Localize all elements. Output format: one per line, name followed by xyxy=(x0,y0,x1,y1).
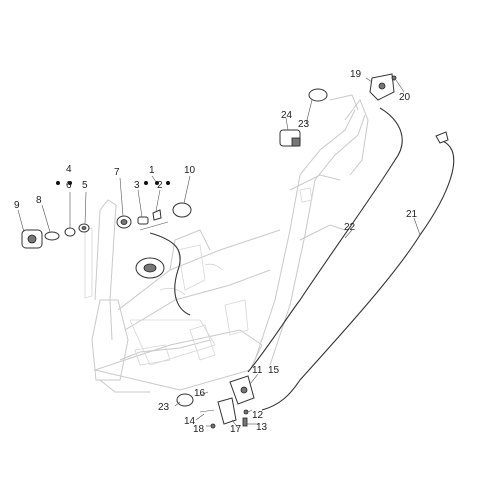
callout-12: 12 xyxy=(252,410,264,421)
ref-dot-4 xyxy=(56,181,60,185)
callout-labels: 4 6 5 9 8 7 1 3 2 10 19 20 24 23 21 22 1… xyxy=(14,69,418,435)
cable-end-part xyxy=(435,131,449,144)
callout-17: 17 xyxy=(230,424,242,435)
callout-22: 22 xyxy=(344,222,356,233)
ring-part xyxy=(64,227,76,237)
callout-21: 21 xyxy=(406,209,418,220)
lock-cylinder-part xyxy=(116,215,132,229)
callout-2: 2 xyxy=(157,180,163,191)
clip-part xyxy=(243,409,249,415)
callout-7: 7 xyxy=(114,167,120,178)
callout-20: 20 xyxy=(399,92,411,103)
callout-11: 11 xyxy=(252,365,263,376)
screw-part xyxy=(391,75,397,81)
actuator-part xyxy=(229,375,255,405)
callout-6: 6 xyxy=(66,180,72,191)
callout-23-upper: 23 xyxy=(298,119,310,130)
ref-dot-1 xyxy=(166,181,170,185)
upper-ring-part xyxy=(308,88,328,102)
leader-lines xyxy=(17,77,421,429)
callout-1: 1 xyxy=(149,165,155,176)
lock-body-part xyxy=(21,229,43,249)
callout-14: 14 xyxy=(184,416,196,427)
cable-21 xyxy=(261,139,455,411)
bracket-part xyxy=(217,397,237,425)
spacer-part xyxy=(242,417,248,427)
fuel-cap-part xyxy=(135,257,165,279)
callout-3: 3 xyxy=(134,180,140,191)
callout-13: 13 xyxy=(256,422,268,433)
callout-5: 5 xyxy=(82,180,88,191)
ref-dot-6 xyxy=(68,181,72,185)
callout-24: 24 xyxy=(281,110,293,121)
callout-8: 8 xyxy=(36,195,42,206)
callout-19: 19 xyxy=(350,69,362,80)
scooter-frame xyxy=(84,94,369,393)
callout-4: 4 xyxy=(66,164,72,175)
nut-part xyxy=(210,423,216,429)
callout-15: 15 xyxy=(268,365,280,376)
rod-part xyxy=(139,221,169,231)
lower-gasket-part xyxy=(176,393,194,407)
bolt-part xyxy=(199,409,215,413)
pin-part xyxy=(152,209,162,221)
o-ring-part xyxy=(172,202,192,218)
callout-18: 18 xyxy=(193,424,205,435)
callout-9: 9 xyxy=(14,200,20,211)
seat-latch-part xyxy=(279,129,301,147)
bushing-part xyxy=(78,223,90,233)
callout-23-lower: 23 xyxy=(158,402,170,413)
release-lever-part xyxy=(369,73,395,101)
callout-16: 16 xyxy=(194,388,206,399)
gasket-part xyxy=(44,231,60,241)
ref-dot-3 xyxy=(144,181,148,185)
cable-22 xyxy=(247,107,403,373)
fuel-cap-cable xyxy=(149,232,191,316)
spring-part xyxy=(137,216,149,225)
callout-10: 10 xyxy=(184,165,196,176)
